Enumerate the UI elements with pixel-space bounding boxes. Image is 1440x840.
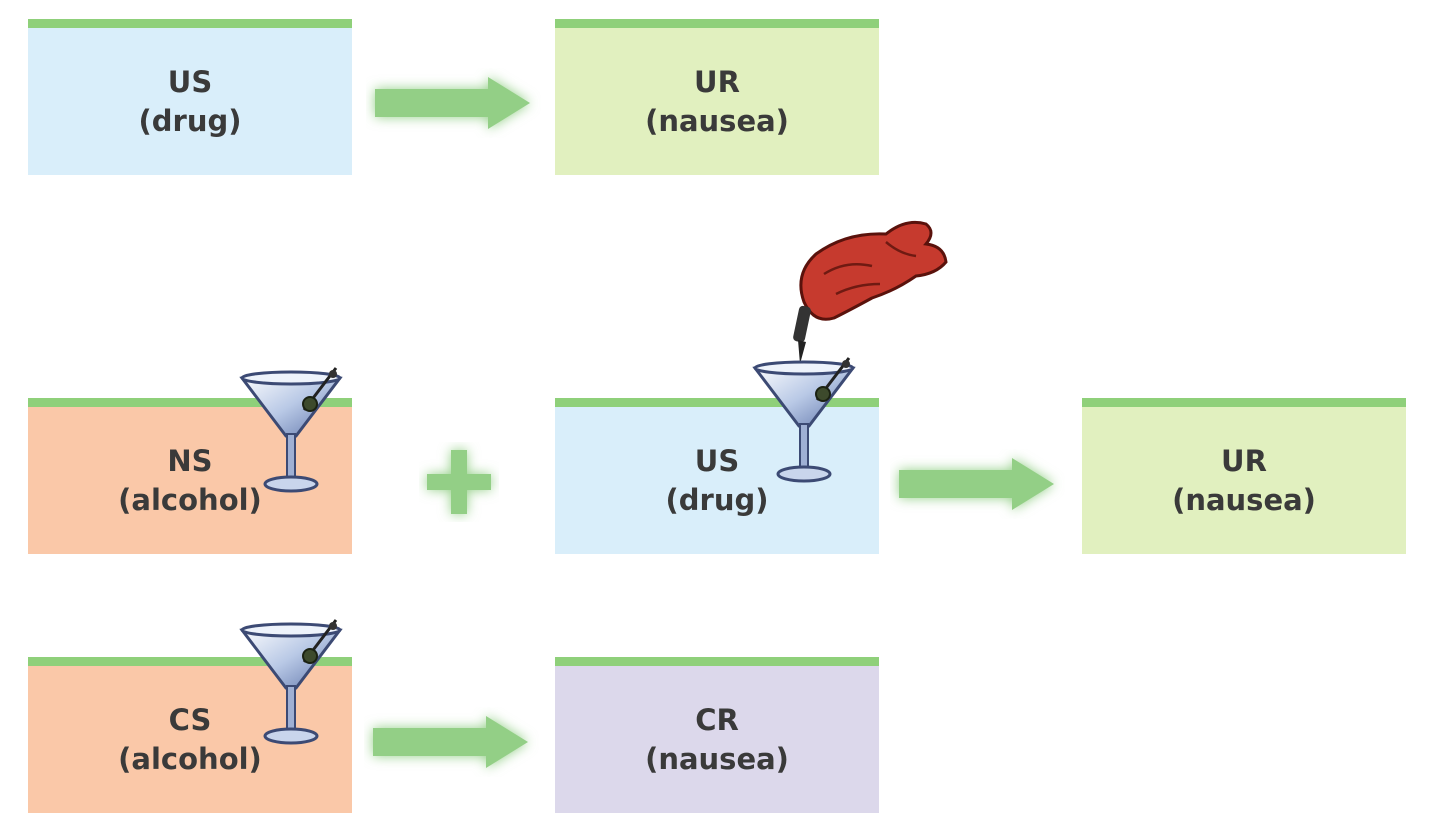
row3-cr-box: CR (nausea) bbox=[555, 657, 879, 813]
row1-ur-detail: (nausea) bbox=[645, 103, 789, 138]
row2-ur-detail: (nausea) bbox=[1172, 482, 1316, 517]
row3-cr-detail: (nausea) bbox=[645, 741, 789, 776]
martini-glass-icon bbox=[236, 366, 346, 496]
row2-ur-box: UR (nausea) bbox=[1082, 398, 1406, 554]
row1-ur-abbr: UR bbox=[694, 64, 740, 99]
row2-us-detail: (drug) bbox=[665, 482, 769, 517]
arrow-right-icon bbox=[375, 77, 530, 129]
row2-ns-detail: (alcohol) bbox=[118, 482, 262, 517]
row2-ur-abbr: UR bbox=[1221, 443, 1267, 478]
arrow-right-icon bbox=[373, 716, 528, 768]
plus-icon bbox=[427, 450, 491, 514]
row3-cs-detail: (alcohol) bbox=[118, 741, 262, 776]
row1-us-detail: (drug) bbox=[138, 103, 242, 138]
martini-glass-icon bbox=[749, 356, 859, 486]
row1-us-abbr: US bbox=[167, 64, 213, 99]
row2-ns-abbr: NS bbox=[167, 443, 213, 478]
row2-us-abbr: US bbox=[694, 443, 740, 478]
row1-us-box: US (drug) bbox=[28, 19, 352, 175]
martini-glass-icon bbox=[236, 618, 346, 748]
arrow-right-icon bbox=[899, 458, 1054, 510]
row3-cs-abbr: CS bbox=[168, 702, 212, 737]
row3-cr-abbr: CR bbox=[695, 702, 739, 737]
hand-with-dropper-icon bbox=[793, 220, 948, 364]
row1-ur-box: UR (nausea) bbox=[555, 19, 879, 175]
